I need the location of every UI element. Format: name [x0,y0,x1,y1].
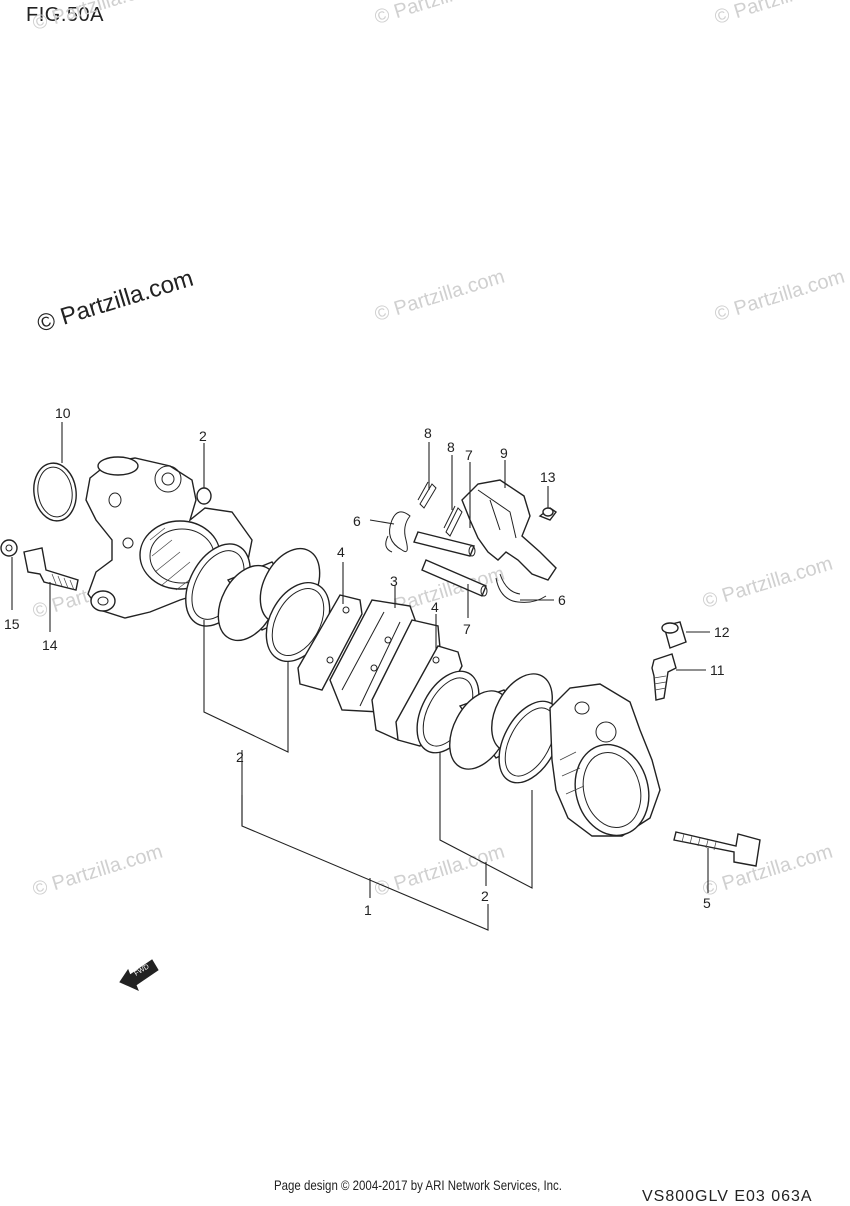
part-seal-small [196,487,212,505]
callout-4[interactable]: 4 [337,544,345,560]
part-bleeder-cap [661,621,687,649]
part-pad-shim-left [297,594,363,691]
callout-2[interactable]: 2 [199,428,207,444]
part-caliper-right-half [549,683,661,837]
part-pin-clip-left [417,481,437,509]
part-bleeder-valve [651,653,677,701]
callout-8[interactable]: 8 [447,439,455,455]
callout-15[interactable]: 15 [4,616,20,632]
part-cap [33,462,77,522]
part-brake-pads [329,599,441,741]
part-caliper-cover [461,479,557,581]
part-mounting-bolt [673,831,761,867]
figure-title: FIG.50A [26,4,104,26]
callout-6[interactable]: 6 [353,513,361,529]
callout-8[interactable]: 8 [424,425,432,441]
callout-11[interactable]: 11 [710,662,725,678]
part-dust-seal-right [498,700,562,784]
part-cover-screw [538,507,558,521]
callout-9[interactable]: 9 [500,445,508,461]
callout-1[interactable]: 1 [364,902,372,918]
diagram-code: VS800GLV E03 063A [642,1188,813,1205]
part-pad-spring-upper [385,511,411,553]
callout-7[interactable]: 7 [465,447,473,463]
callout-13[interactable]: 13 [540,469,556,485]
callout-3[interactable]: 3 [390,573,398,589]
page-credit: Page design © 2004-2017 by ARI Network S… [274,1177,562,1193]
callout-14[interactable]: 14 [42,637,58,653]
callout-10[interactable]: 10 [55,405,71,421]
part-pad-pin-lower [421,559,488,597]
forward-arrow: FWD [119,959,159,991]
part-bleeder-nut [0,539,18,557]
part-pin-bolt [23,547,79,591]
callout-7[interactable]: 7 [463,621,471,637]
callout-2[interactable]: 2 [481,888,489,904]
callout-5[interactable]: 5 [703,895,711,911]
callout-12[interactable]: 12 [714,624,730,640]
callout-2[interactable]: 2 [236,749,244,765]
part-pad-spring-lower [495,573,547,603]
leader-lines [11,422,710,931]
callout-6[interactable]: 6 [558,592,566,608]
part-pad-pin-upper [413,531,476,557]
part-pin-clip-right [443,505,463,537]
callout-4[interactable]: 4 [431,599,439,615]
